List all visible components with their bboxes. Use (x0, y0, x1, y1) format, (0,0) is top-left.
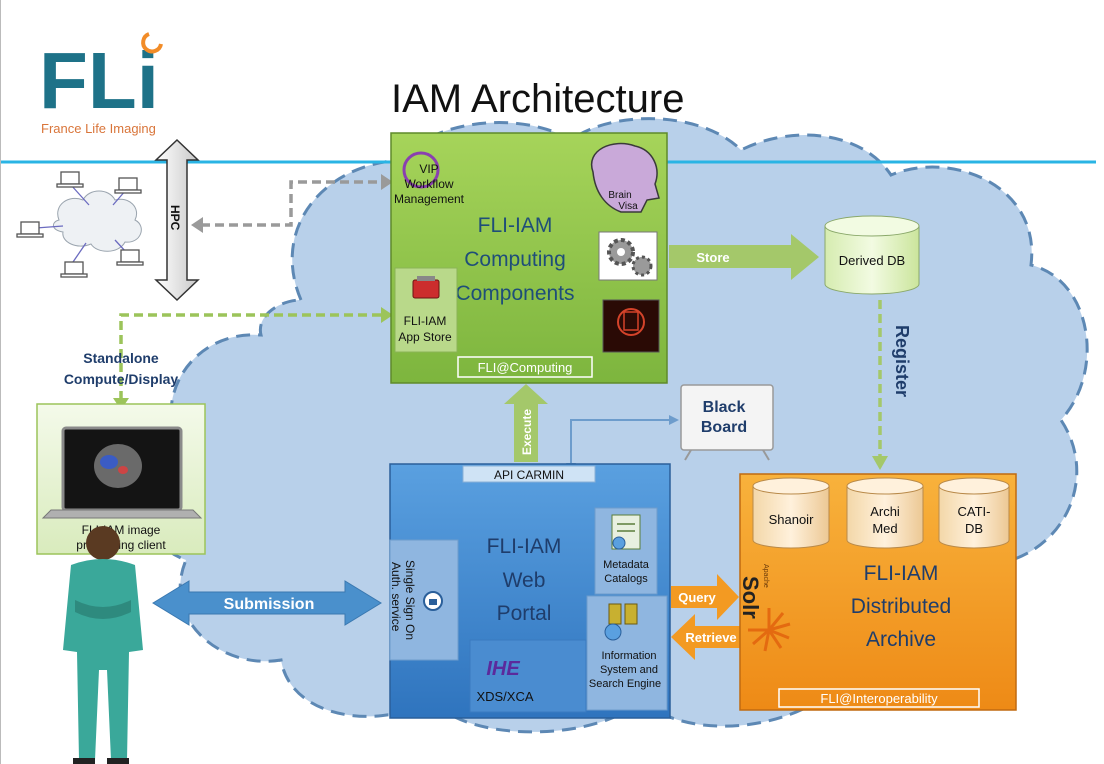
hpc-network (16, 171, 144, 278)
computing-title-line3: Components (455, 282, 574, 305)
submission-arrow: Submission (152, 580, 382, 626)
portal-title-line1: FLI-IAM (487, 535, 562, 558)
network-cloud-icon (53, 190, 142, 252)
computing-title-line1: FLI-IAM (478, 214, 553, 237)
store-arrow: Store (669, 234, 819, 280)
ihe-panel (469, 639, 587, 713)
archive-title-line2: Distributed (851, 595, 951, 618)
api-carmin-label: API CARMIN (494, 468, 564, 482)
retrieve-arrow: Retrieve (671, 614, 741, 660)
standalone-label-line1: Standalone (83, 350, 159, 366)
metadata-label-line1: Metadata (603, 559, 650, 571)
solr-brand-label: Apache (762, 564, 769, 588)
info-label-line3: Search Engine (589, 678, 661, 690)
derived-db-label: Derived DB (839, 253, 905, 268)
execute-arrow: Execute (504, 384, 548, 462)
logo-tagline: France Life Imaging (41, 121, 156, 136)
register-label: Register (892, 325, 912, 397)
archive-title-line1: FLI-IAM (864, 562, 939, 585)
computing-badge-label: FLI@Computing (478, 360, 573, 375)
cati-db-cylinder: CATI- DB (938, 477, 1010, 549)
retrieve-label: Retrieve (685, 630, 736, 645)
info-label-line1: Information (601, 650, 656, 662)
blackboard-label-line1: Black (703, 399, 746, 416)
brainvisa-label-line2: Visa (618, 201, 638, 212)
api-carmin-bar (462, 465, 596, 483)
vip-label-line1: VIP (419, 162, 438, 176)
sso-label-line2: Auth. service (389, 562, 403, 632)
archive-badge (778, 688, 980, 708)
hpc-link-arrow (191, 174, 393, 233)
vip-label-line2: Workflow (404, 177, 453, 191)
ihe-logo: IHE (486, 658, 520, 680)
archive-badge-label: FLI@Interoperability (820, 691, 938, 706)
solr-label: Solr (738, 576, 763, 619)
page-title: IAM Architecture (391, 77, 684, 121)
hpc-double-arrow: HPC (154, 138, 200, 302)
execute-label: Execute (520, 409, 534, 455)
submission-label: Submission (224, 596, 315, 613)
brainvisa-label-line1: Brain (608, 190, 631, 201)
cati-label-line1: CATI- (958, 504, 991, 519)
info-label-line2: System and (600, 664, 658, 676)
metadata-catalog-icon (611, 514, 641, 550)
image-client-box: FLI-IAM image processing client (36, 403, 206, 555)
computing-title-line2: Computing (464, 248, 566, 271)
archimed-label-line1: Archi (870, 504, 900, 519)
appstore-label-line1: FLI-IAM (404, 314, 447, 328)
distributed-archive-box: Shanoir Archi Med CATI- DB Apache Solr F… (738, 473, 1017, 711)
web-portal-box: API CARMIN Single Sign On Auth. service … (389, 463, 671, 719)
archive-title-line3: Archive (866, 628, 936, 651)
vip-label-line3: Management (394, 192, 465, 206)
shanoir-db-cylinder: Shanoir (752, 477, 830, 549)
logo-letters: FLi (39, 36, 159, 125)
shanoir-label: Shanoir (769, 512, 814, 527)
computer-icon (16, 171, 144, 278)
solr-logo: Apache Solr (738, 564, 791, 652)
brainvisa-icon (590, 142, 660, 213)
derived-db-cylinder: Derived DB (824, 215, 920, 295)
appstore-toolbox-icon: FLI-IAM App Store (394, 267, 458, 353)
blackboard-icon: Black Board (680, 384, 774, 461)
blackboard-label-line2: Board (701, 419, 747, 436)
xds-label: XDS/XCA (476, 689, 533, 704)
doctor-figure (63, 526, 143, 764)
metadata-label-line2: Catalogs (604, 573, 648, 585)
archimed-label-line2: Med (872, 521, 897, 536)
gears-icon (598, 231, 658, 281)
vip-icon (402, 151, 440, 189)
cati-label-line2: DB (965, 521, 983, 536)
fli-logo: FLi France Life Imaging (39, 32, 163, 136)
computing-badge (457, 356, 593, 378)
portal-title-line2: Web (503, 569, 546, 592)
medinria-icon (602, 299, 660, 353)
query-label: Query (678, 590, 716, 605)
logo-orange-arc (141, 32, 163, 54)
search-engine-icon (604, 603, 638, 641)
register-arrow: Register (872, 300, 912, 470)
store-label: Store (696, 250, 729, 265)
portal-title-line3: Portal (497, 602, 552, 625)
appstore-label-line2: App Store (398, 330, 452, 344)
hpc-label: HPC (168, 205, 182, 231)
query-arrow: Query (671, 574, 739, 620)
standalone-label-line2: Compute/Display (64, 371, 179, 387)
archimed-db-cylinder: Archi Med (846, 477, 924, 549)
sso-label-line1: Single Sign On (403, 560, 417, 640)
computing-components-box: VIP Workflow Management Brain Visa FLI-I… (390, 132, 668, 384)
